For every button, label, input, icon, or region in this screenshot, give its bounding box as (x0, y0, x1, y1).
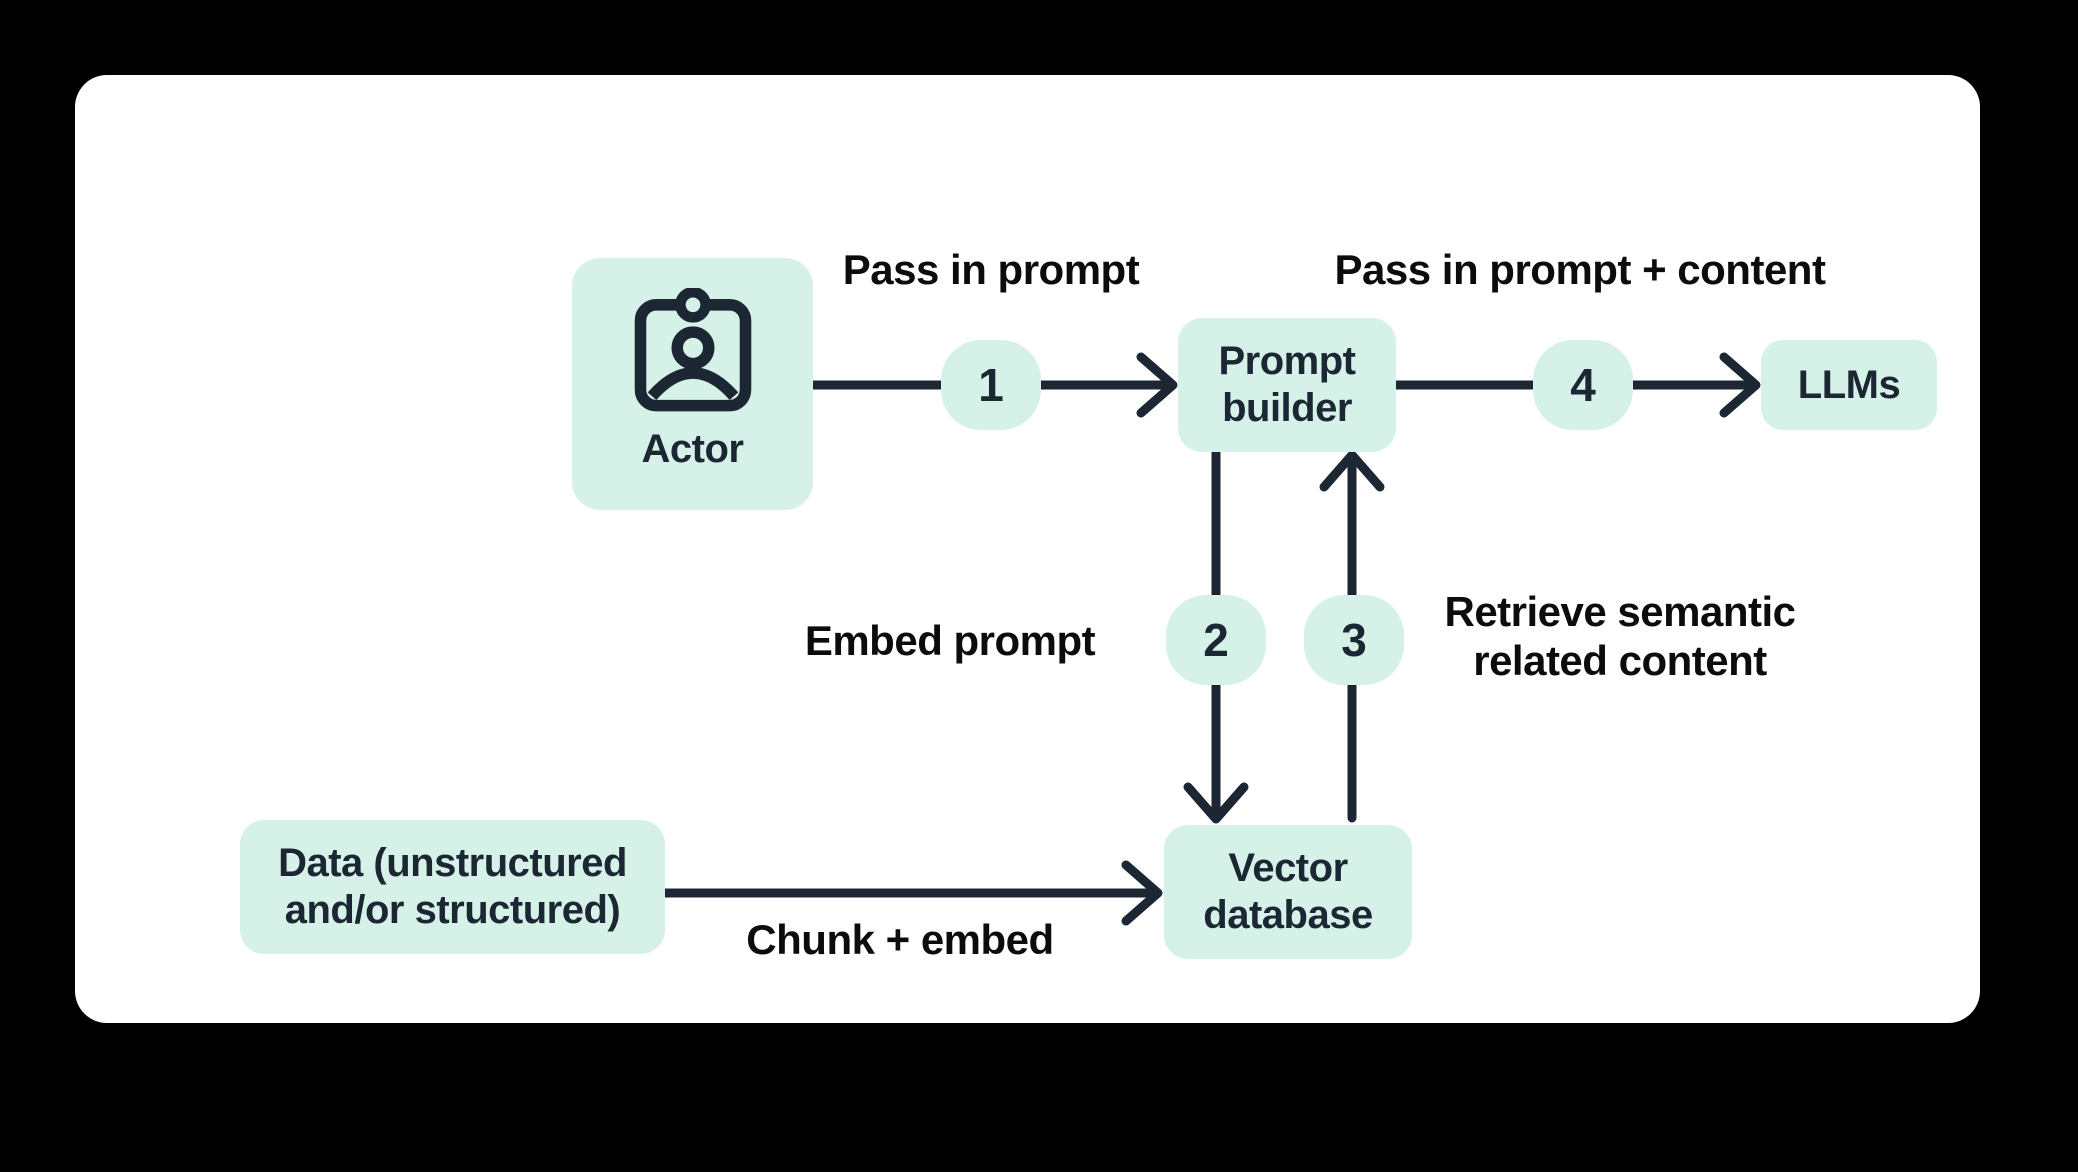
actor-label: Actor (641, 427, 744, 471)
prompt-builder-label-line2: builder (1222, 386, 1352, 430)
arrowhead-vector-db-to-prompt-builder (1319, 450, 1385, 492)
llms-label: LLMs (1797, 362, 1901, 407)
step-badge-2: 2 (1166, 595, 1266, 685)
vector-db-label-line1: Vector (1228, 846, 1348, 890)
vector-db-label-line2: database (1203, 893, 1373, 937)
arrowhead-prompt-builder-to-vector-db (1183, 782, 1249, 824)
node-llms: LLMs (1761, 340, 1937, 430)
arrowhead-actor-to-prompt-builder (1136, 352, 1178, 418)
step-badge-1: 1 (941, 340, 1041, 430)
label-embed-prompt: Embed prompt (804, 617, 1096, 664)
arrowhead-data-to-vector-db (1121, 860, 1163, 926)
diagram-card: Actor Prompt builder LLMs Vector databas… (75, 75, 1980, 1023)
label-pass-in-prompt: Pass in prompt (842, 246, 1140, 293)
data-source-label-line1: Data (unstructured (278, 841, 627, 885)
diagram-stage: Actor Prompt builder LLMs Vector databas… (75, 75, 1980, 1023)
node-data-source: Data (unstructured and/or structured) (240, 820, 665, 954)
label-pass-in-prompt-content: Pass in prompt + content (1334, 246, 1826, 293)
step-badge-3: 3 (1304, 595, 1404, 685)
prompt-builder-label-line1: Prompt (1218, 339, 1357, 383)
label-retrieve-line1: Retrieve semantic (1444, 588, 1796, 635)
node-actor: Actor (572, 258, 813, 510)
node-prompt-builder: Prompt builder (1178, 318, 1396, 452)
arrowhead-prompt-builder-to-llms (1719, 352, 1761, 418)
label-retrieve-semantic: Retrieve semantic related content (1320, 587, 1920, 685)
data-source-label-line2: and/or structured) (284, 888, 621, 932)
label-retrieve-line2: related content (1473, 637, 1767, 684)
step-badge-4: 4 (1533, 340, 1633, 430)
person-badge-icon (634, 288, 751, 412)
node-vector-database: Vector database (1164, 825, 1412, 959)
label-chunk-embed: Chunk + embed (746, 916, 1054, 963)
